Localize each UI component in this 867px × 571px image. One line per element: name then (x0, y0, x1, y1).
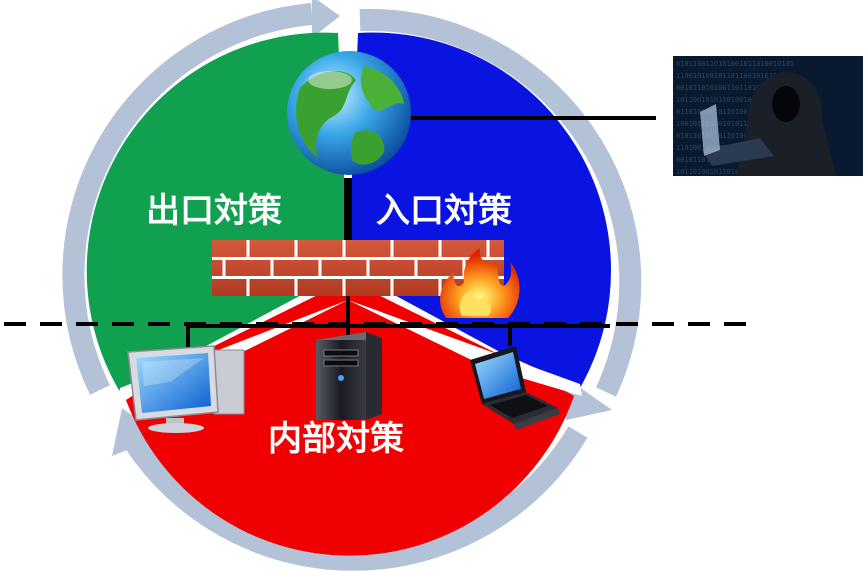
cycle-arrow-arc-top-right (359, 8, 642, 397)
hacker-image: 0101100110101001011010010101 11001010010… (673, 56, 863, 176)
svg-text:0101100110101001011010010101: 0101100110101001011010010101 (676, 60, 794, 68)
firewall-icon (212, 240, 504, 296)
svg-text:0101101001011010010101101001: 0101101001011010010101101001 (676, 132, 794, 140)
svg-text:0010110101001101101001011010: 0010110101001101101001011010 (676, 84, 794, 92)
cycle-arrow-ring (62, 0, 642, 571)
fire-icon (440, 248, 520, 318)
desktop-monitor-icon (127, 345, 245, 433)
svg-text:1011010010110100101101001011: 1011010010110100101101001011 (676, 168, 794, 176)
cycle-arrowhead-left (112, 408, 162, 456)
label-exit-measures: 出口対策 (146, 191, 282, 231)
svg-text:1001011010010101101001011010: 1001011010010101101001011010 (676, 120, 794, 128)
svg-text:0110100101011010010110100101: 0110100101011010010110100101 (676, 108, 794, 116)
network-lines (186, 116, 656, 352)
svg-text:1100101001011011001010110100: 1100101001011011001010110100 (676, 72, 794, 80)
segment-exit (86, 32, 348, 393)
label-internal-measures: 内部対策 (268, 419, 404, 459)
svg-text:1011001010110100101101001011: 1011001010110100101101001011 (676, 96, 794, 104)
cycle-arrow-arc-left (62, 3, 313, 395)
segment-entry (348, 32, 612, 388)
server-tower-icon (316, 332, 382, 420)
laptop-icon (470, 346, 560, 430)
globe-icon (287, 51, 411, 175)
cycle-arrowhead-top (312, 0, 340, 38)
label-entry-measures: 入口対策 (376, 191, 512, 231)
cycle-arrow-arc-bottom (118, 426, 588, 571)
